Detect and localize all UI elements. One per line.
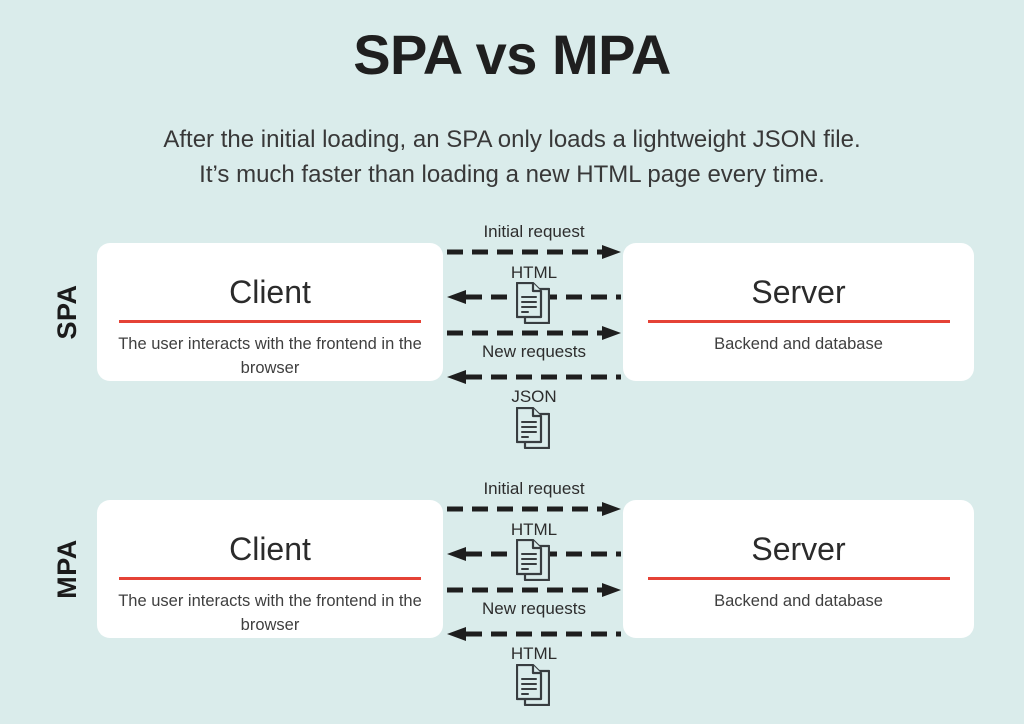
label-html-response-2: HTML — [510, 644, 558, 663]
subtitle-line-1: After the initial loading, an SPA only l… — [163, 126, 861, 153]
label-new-requests: New requests — [482, 599, 586, 618]
server-description: Backend and database — [714, 334, 883, 353]
red-divider — [119, 319, 421, 323]
request-response-arrows — [447, 502, 621, 641]
red-divider — [119, 576, 421, 580]
client-box: Client The user interacts with the front… — [97, 243, 443, 381]
section-label-mpa: MPA — [52, 539, 82, 599]
client-description: The user interacts with the frontend in … — [118, 334, 422, 377]
mpa-section: MPA Client The user interacts with the f… — [0, 479, 1024, 706]
subtitle: After the initial loading, an SPA only l… — [0, 122, 1024, 192]
subtitle-line-2: It’s much faster than loading a new HTML… — [199, 161, 825, 188]
label-initial-request: Initial request — [483, 479, 585, 498]
label-html-response: HTML — [510, 520, 558, 539]
arrow-initial-request — [447, 245, 621, 259]
arrow-json-response — [447, 370, 621, 384]
client-title: Client — [229, 274, 311, 310]
document-icon — [516, 407, 550, 449]
label-html-response: HTML — [510, 263, 558, 282]
label-new-requests: New requests — [482, 342, 586, 361]
document-icon — [516, 282, 550, 324]
server-description: Backend and database — [714, 591, 883, 610]
server-box: Server Backend and database — [623, 243, 974, 381]
server-title: Server — [751, 531, 846, 567]
client-description: The user interacts with the frontend in … — [118, 591, 422, 634]
document-icon — [516, 539, 550, 581]
server-title: Server — [751, 274, 846, 310]
spa-section: SPA Client The user interacts with the f… — [0, 222, 1024, 449]
document-icon — [516, 664, 550, 706]
label-initial-request: Initial request — [483, 222, 585, 241]
arrow-new-requests — [447, 583, 621, 597]
page-title: SPA vs MPA — [353, 23, 671, 86]
section-label-spa: SPA — [52, 284, 82, 340]
client-title: Client — [229, 531, 311, 567]
label-json-response: JSON — [511, 387, 557, 406]
client-box: Client The user interacts with the front… — [97, 500, 443, 638]
arrow-initial-request — [447, 502, 621, 516]
red-divider — [647, 576, 950, 580]
red-divider — [647, 319, 950, 323]
arrow-new-requests — [447, 326, 621, 340]
server-box: Server Backend and database — [623, 500, 974, 638]
arrow-html-response-2 — [447, 627, 621, 641]
